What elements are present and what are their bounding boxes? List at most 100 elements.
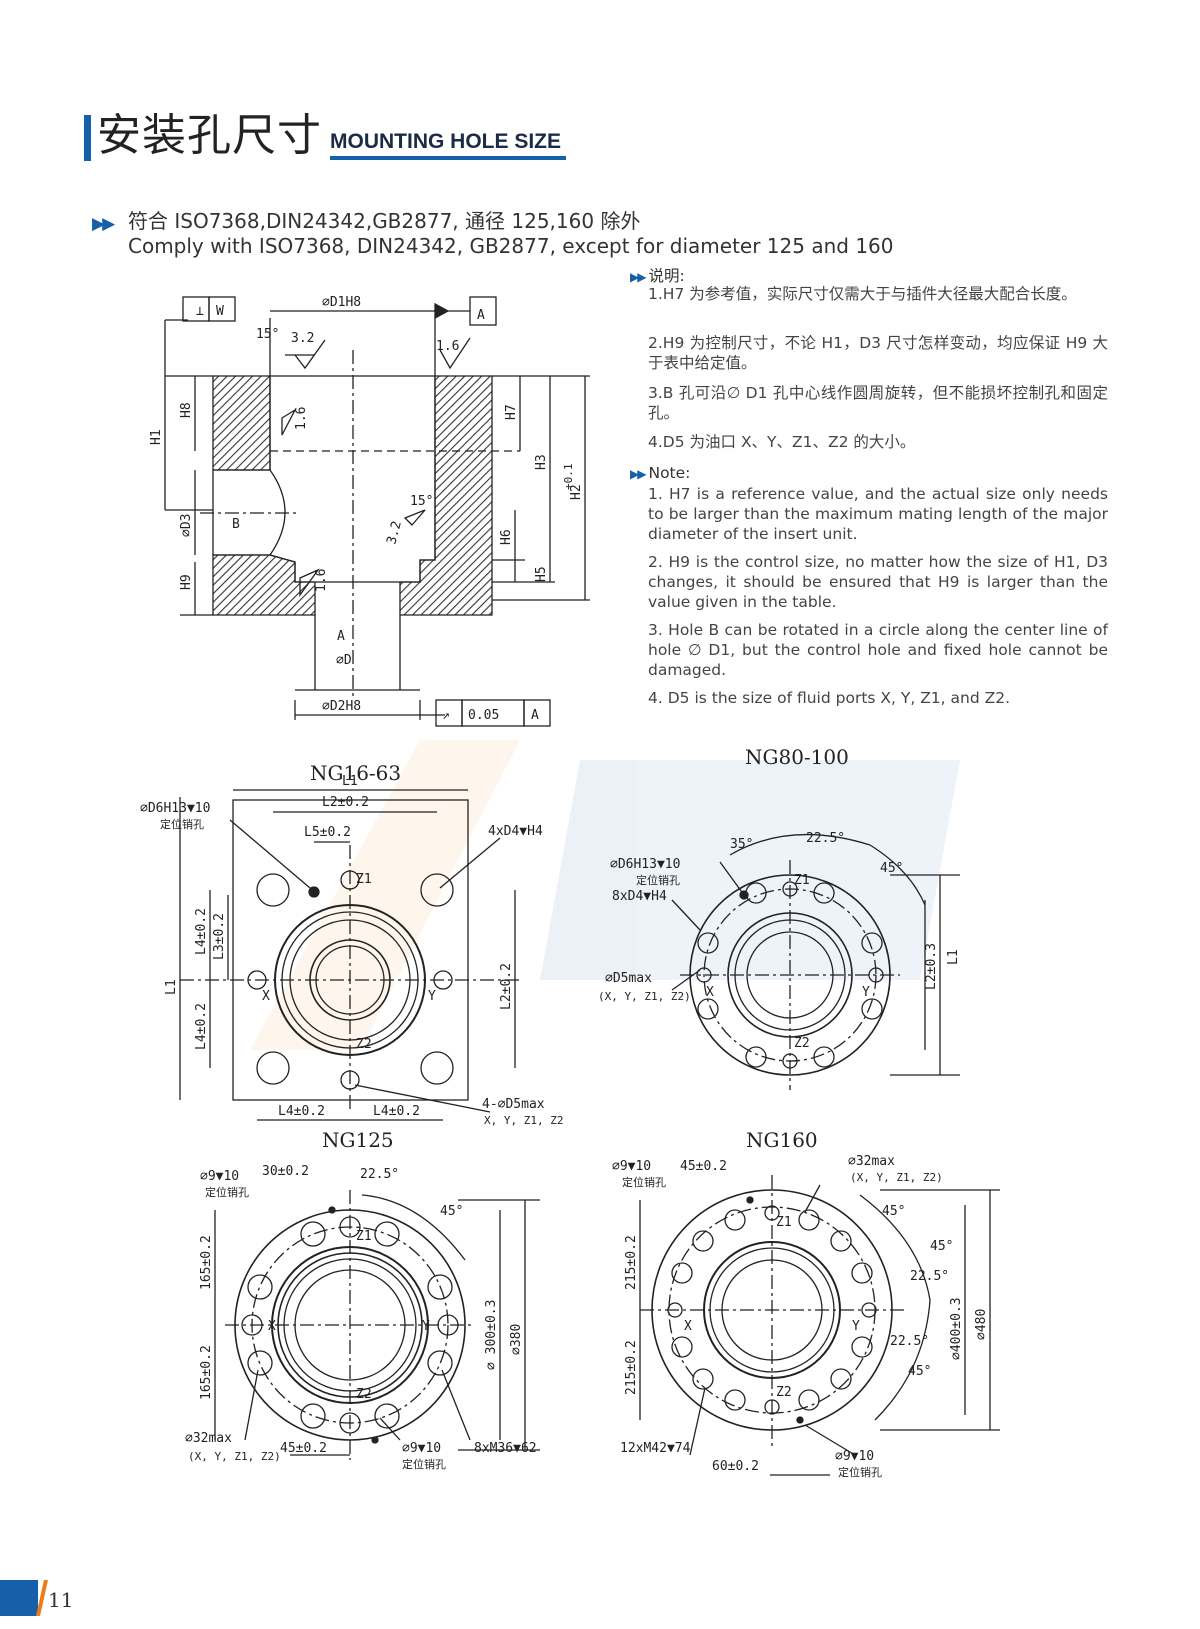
ng125-y: Y (422, 1319, 430, 1334)
ng80-pin: 定位销孔 (636, 873, 680, 887)
ng160-bolt-holes (671, 1209, 873, 1411)
ng16-z2: Z2 (356, 1037, 372, 1052)
h8-label: H8 (179, 402, 194, 418)
ng125-ports: (X, Y, Z1, Z2) (188, 1450, 281, 1463)
double-chevron-icon: ▶▶ (630, 467, 647, 481)
ng80-d6: ∅D6H13▼10 (610, 857, 680, 872)
ng80-bolt-holes (697, 882, 883, 1068)
caption-ng125: NG125 (322, 1128, 394, 1152)
ng80-l2: L2±0.3 (924, 943, 939, 990)
ng16-l4-bottom-right: L4±0.2 (373, 1104, 420, 1119)
h7-label: H7 (504, 404, 519, 420)
note-en-2: 2. H9 is the control size, no matter how… (648, 553, 1108, 611)
note-en-4: 4. D5 is the size of fluid ports X, Y, Z… (648, 689, 1011, 707)
ng125-x: X (268, 1319, 276, 1334)
ng125-m36: 8xM36▼62 (474, 1441, 537, 1456)
ng160-angle-45-b: 45° (930, 1239, 953, 1254)
watermark-logo (250, 740, 960, 1050)
ng125-d45: 45±0.2 (280, 1441, 327, 1456)
ng160-angle-225-b: 22.5° (890, 1334, 929, 1349)
h2-label: H2 (569, 484, 584, 500)
ng160-d60: 60±0.2 (712, 1459, 759, 1474)
ng125-pin-bottom: 定位销孔 (402, 1457, 446, 1471)
view-ng16-63 (179, 789, 520, 1121)
ng125-d380: ∅380 (509, 1324, 524, 1355)
d-label: ∅D (336, 653, 352, 668)
ng16-z1: Z1 (356, 872, 372, 887)
ng80-z1: Z1 (794, 873, 810, 888)
ng16-l4-upper: L4±0.2 (194, 908, 209, 955)
ng125-angle-45: 45° (440, 1204, 463, 1219)
ng125-labels: NG125 ∅9▼10 定位销孔 30±0.2 22.5° 45° 165±0.… (185, 1128, 537, 1471)
ng16-l4-lower: L4±0.2 (194, 1003, 209, 1050)
h6-label: H6 (499, 529, 514, 545)
ng125-d32: ∅32max (185, 1431, 232, 1446)
page-number: 11 (48, 1588, 74, 1612)
ng16-ports: X, Y, Z1, Z2 (484, 1114, 563, 1127)
notes-en-heading-text: Note: (648, 464, 691, 482)
note-cn-4: 4.D5 为油口 X、Y、Z1、Z2 的大小。 (648, 433, 916, 451)
ng160-d480: ∅480 (974, 1309, 989, 1340)
notes-cn-heading-text: 说明: (648, 267, 685, 285)
ng80-angle-225: 22.5° (806, 831, 845, 846)
ng125-bolt-holes (247, 1221, 453, 1429)
ng160-d400: ∅400±0.3 (949, 1297, 964, 1360)
rough-16-wall: 1.6 (294, 407, 309, 430)
ng160-d9-top: ∅9▼10 (612, 1159, 651, 1174)
title-underline (330, 156, 566, 160)
ng16-l2-top: L2±0.2 (322, 795, 369, 810)
ng16-l3: L3±0.2 (212, 913, 227, 960)
ng125-d9-bottom: ∅9▼10 (402, 1441, 441, 1456)
runout-symbol: ↗ (442, 708, 450, 723)
angle-15-bottom: 15° (410, 494, 433, 509)
section-view (164, 296, 590, 727)
ng160-labels: NG160 ∅9▼10 定位销孔 45±0.2 ∅32max (X, Y, Z1… (612, 1128, 989, 1479)
ng80-l1: L1 (946, 949, 961, 965)
ng16-l1-top: L1 (342, 774, 358, 789)
ng125-d300: ∅ 300±0.3 (484, 1300, 499, 1370)
ng125-d30: 30±0.2 (262, 1164, 309, 1179)
caption-ng80-100: NG80-100 (745, 745, 849, 769)
ng16-l5: L5±0.2 (304, 825, 351, 840)
section-labels: ⊥ W ∅D1H8 A 15° 3.2 1.6 1.6 15° 3.2 1.6 … (149, 295, 584, 723)
ng125-pin-top: 定位销孔 (205, 1185, 249, 1199)
ng16-d6: ∅D6H13▼10 (140, 801, 210, 816)
h3-label: H3 (534, 454, 549, 470)
ng16-l4-bottom-left: L4±0.2 (278, 1104, 325, 1119)
runout-value: 0.05 (468, 708, 499, 723)
note-cn-2: 2.H9 为控制尺寸，不论 H1，D3 尺寸怎样变动，均应保证 H9 大于表中给… (648, 334, 1108, 372)
hole-b-label: B (232, 517, 240, 532)
ng160-z1: Z1 (776, 1215, 792, 1230)
page-title: 安装孔尺寸 (97, 110, 322, 161)
double-chevron-icon: ▶▶ (630, 270, 647, 284)
datum-a-runout: A (531, 708, 539, 723)
note-cn-3: 3.B 孔可沿∅ D1 孔中心线作圆周旋转，但不能损坏控制孔和固定孔。 (648, 384, 1108, 422)
d1-label: ∅D1H8 (322, 295, 361, 310)
ng80-z2: Z2 (794, 1036, 810, 1051)
note-cn-1: 1.H7 为参考值，实际尺寸仅需大于与插件大径最大配合长度。 (648, 285, 1077, 303)
ng160-angle-225-a: 22.5° (910, 1269, 949, 1284)
ng160-d45: 45±0.2 (680, 1159, 727, 1174)
view-ng125 (214, 1190, 540, 1460)
notes-en-heading: ▶▶Note: (630, 464, 690, 482)
notes-cn-heading: ▶▶说明: (630, 264, 685, 286)
angle-15-top: 15° (256, 327, 279, 342)
ng80-d5: ∅D5max (605, 971, 652, 986)
note-en-3: 3. Hole B can be rotated in a circle alo… (648, 621, 1108, 679)
datum-a-top: A (477, 308, 485, 323)
ng16-x: X (262, 989, 270, 1004)
title-accent-bar (84, 115, 91, 161)
intro-line-cn: 符合 ISO7368,DIN24342,GB2877, 通径 125,160 除… (128, 209, 641, 233)
view-ng80-100 (671, 833, 960, 1090)
h9-label: H9 (179, 574, 194, 590)
ng160-215-lower: 215±0.2 (624, 1340, 639, 1395)
ng160-ports: (X, Y, Z1, Z2) (850, 1171, 943, 1184)
footer-marks (0, 1580, 48, 1616)
ng80-angle-35: 35° (730, 837, 753, 852)
ng160-z2: Z2 (776, 1385, 792, 1400)
ng160-pin-bottom: 定位销孔 (838, 1465, 882, 1479)
ng125-d9-top: ∅9▼10 (200, 1169, 239, 1184)
ng16-pin: 定位销孔 (160, 817, 204, 831)
ng80-angle-45: 45° (880, 861, 903, 876)
